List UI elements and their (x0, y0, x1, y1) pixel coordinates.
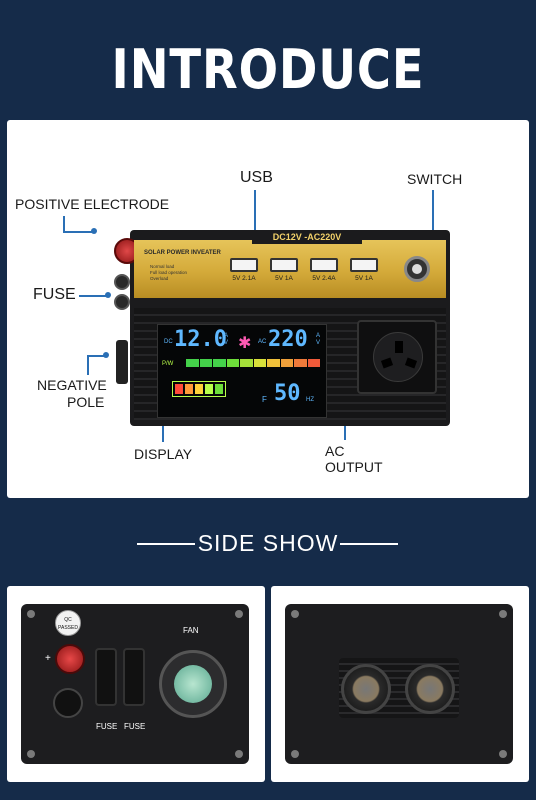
positive-electrode-callout: POSITIVE ELECTRODE (15, 196, 170, 212)
power-switch-icon (404, 256, 430, 282)
section-title: SIDE SHOW (197, 530, 339, 556)
negative-pole-callout-line2: POLE (67, 394, 105, 410)
inverter-device: DC12V -AC220V SOLAR POWER INVEATER Norma… (114, 220, 466, 430)
fuse-2-label: FUSE (124, 722, 146, 731)
ac-units: A V (316, 333, 321, 346)
ac-output-callout-line2: OUTPUT (325, 459, 383, 475)
usb-port-3-label: 5V 2.4A (312, 275, 336, 282)
negative-terminal-icon (53, 688, 83, 718)
lcd-display: DC 12.0 A V ✱ AC 220 A V P/W F 50 HZ (157, 324, 327, 418)
fuse-holder-icon (114, 274, 130, 290)
positive-terminal-icon (55, 644, 85, 674)
qc-passed-sticker: QC PASSED (55, 610, 81, 636)
negative-callout-line-v (87, 355, 89, 375)
fan-label: FAN (183, 626, 199, 635)
inverter-side-panel: QC PASSED + FUSE FUSE FAN (21, 604, 249, 764)
fuse-callout: FUSE (33, 286, 76, 303)
frequency-label: F (262, 395, 267, 404)
ac-label: AC (258, 339, 267, 345)
positive-callout-line-v (63, 216, 65, 232)
ac-outlet-socket (357, 320, 437, 394)
power-label: P/W (162, 361, 174, 367)
dc-label: DC (164, 339, 173, 345)
switch-callout: SWITCH (407, 171, 463, 187)
load-legend: Normal load Full load operation Overload (150, 264, 188, 281)
load-bar-meter (186, 359, 320, 367)
inverter-back-panel (285, 604, 513, 764)
negative-terminal-icon (116, 340, 128, 384)
ac-output-callout-line1: AC (325, 443, 345, 459)
section-divider-right (340, 543, 398, 545)
voltage-label-bar: DC12V -AC220V (252, 230, 362, 244)
fuse-2-icon (123, 648, 145, 706)
fuse-callout-line (79, 295, 107, 297)
negative-callout-dot (103, 352, 109, 358)
cigarette-socket-2-icon (405, 664, 455, 714)
brand-label: SOLAR POWER INVEATER (144, 250, 221, 256)
negative-pole-callout-line1: NEGATIVE (37, 377, 107, 393)
display-callout: DISPLAY (134, 446, 193, 462)
usb-port-4-label: 5V 1A (355, 275, 373, 282)
frequency-value: 50 (274, 381, 301, 406)
section-divider-left (137, 543, 195, 545)
usb-port-1-label: 5V 2.1A (232, 275, 256, 282)
side-view-card-left: QC PASSED + FUSE FUSE FAN (7, 586, 265, 782)
usb-callout: USB (240, 169, 273, 186)
cigarette-socket-1-icon (341, 664, 391, 714)
fan-status-icon: ✱ (238, 335, 252, 352)
fuse-holder-2-icon (114, 294, 130, 310)
frequency-unit: HZ (306, 397, 314, 403)
fuse-1-icon (95, 648, 117, 706)
usb-port-2-label: 5V 1A (275, 275, 293, 282)
fuse-callout-dot (105, 292, 111, 298)
usb-port-4 (350, 258, 378, 272)
usb-port-3 (310, 258, 338, 272)
usb-port-2 (270, 258, 298, 272)
plus-sign: + (45, 653, 51, 664)
side-view-card-right (271, 586, 529, 782)
usb-port-1 (230, 258, 258, 272)
product-intro-card: USB SWITCH POSITIVE ELECTRODE FUSE NEGAT… (7, 120, 529, 498)
battery-level-icon (172, 381, 226, 397)
dc-voltage-value: 12.0 (174, 327, 227, 352)
cooling-fan-icon (159, 650, 227, 718)
switch-callout-line (432, 190, 434, 266)
fuse-1-label: FUSE (96, 722, 118, 731)
positive-callout-dot (91, 228, 97, 234)
ac-voltage-value: 220 (268, 327, 308, 352)
negative-callout-line-h (87, 355, 105, 357)
positive-callout-line-h (63, 231, 93, 233)
dc-units: A V (224, 333, 229, 346)
page-title: INTRODUCE (111, 38, 425, 101)
